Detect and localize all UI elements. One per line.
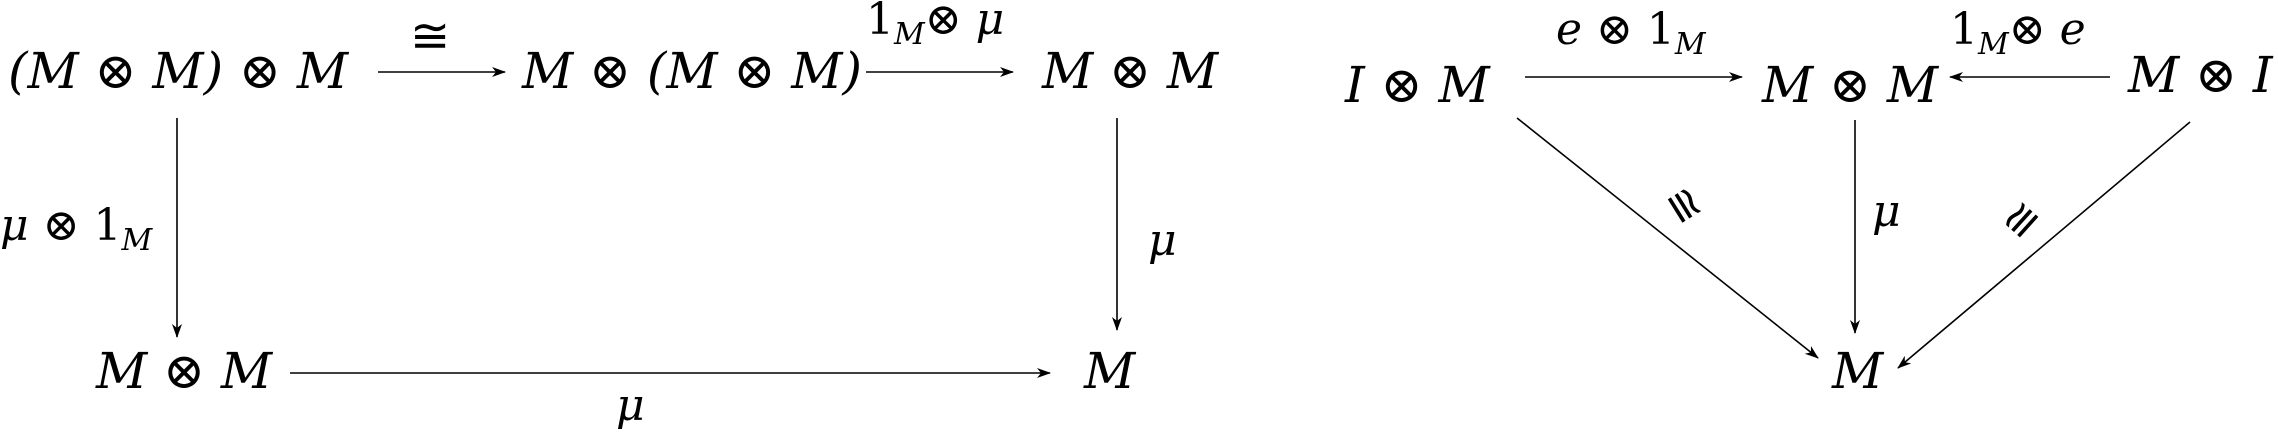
node-mm-tensor-m: (M ⊗ M) ⊗ M — [8, 42, 350, 100]
node-m-tensor-m-top: M ⊗ M — [1041, 42, 1220, 100]
node-m-tensor-mm: M ⊗ (M ⊗ M) — [521, 42, 862, 100]
associativity-diagram: (M ⊗ M) ⊗ M M ⊗ (M ⊗ M) M ⊗ M M ⊗ M M ≅ … — [0, 0, 1220, 431]
node-m-tensor-m: M ⊗ M — [1761, 56, 1940, 114]
label-mu: μ — [1872, 186, 1901, 237]
unit-diagram: I ⊗ M M ⊗ M M ⊗ I M e ⊗ 1M 1M⊗ e μ ≅ ≅ — [1344, 4, 2274, 400]
node-m-tensor-i: M ⊗ I — [2127, 46, 2274, 104]
label-iso: ≅ — [410, 8, 450, 64]
label-mu-tensor-one: μ ⊗ 1M — [0, 200, 153, 258]
node-i-tensor-m: I ⊗ M — [1344, 56, 1491, 114]
label-e-tensor-one: e ⊗ 1M — [1556, 4, 1707, 62]
label-one-tensor-mu: 1M⊗ μ — [866, 0, 1004, 52]
node-m: M — [1083, 342, 1137, 400]
arrow-left-unitor — [1516, 117, 1819, 359]
label-right-iso: ≅ — [1990, 189, 2053, 251]
label-left-iso: ≅ — [1653, 176, 1716, 234]
label-bottom-mu: μ — [616, 380, 645, 431]
label-one-tensor-e: 1M⊗ e — [1950, 4, 2086, 62]
label-right-mu: μ — [1148, 215, 1177, 266]
node-m-tensor-m-bottom: M ⊗ M — [95, 342, 274, 400]
node-m: M — [1831, 342, 1885, 400]
arrow-right-unitor — [1897, 121, 2191, 369]
